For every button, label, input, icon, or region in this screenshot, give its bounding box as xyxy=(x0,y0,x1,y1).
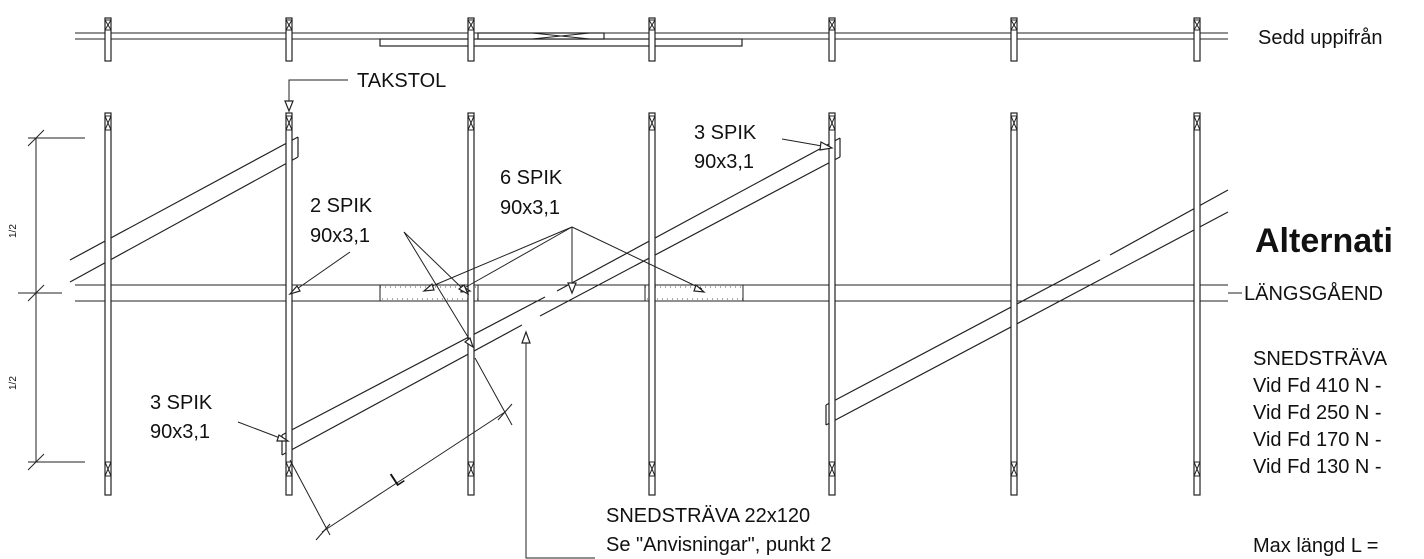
truss-7 xyxy=(1193,112,1201,496)
truss-top-1 xyxy=(104,17,112,62)
load-row-2: Vid Fd 250 N - xyxy=(1253,402,1382,424)
truss-2 xyxy=(285,112,293,496)
spik6-label-2: 90x3,1 xyxy=(500,197,560,219)
truss-top-2 xyxy=(285,17,293,62)
max-length-label: Max längd L = xyxy=(1253,535,1378,557)
truss-top-4 xyxy=(648,17,656,62)
truss-4 xyxy=(648,112,656,496)
spik6-label-1: 6 SPIK xyxy=(500,167,563,189)
truss-6 xyxy=(1010,112,1018,496)
truss-top-3 xyxy=(467,17,475,62)
leaders xyxy=(237,79,1242,559)
dimension-upper-half: 1/2 xyxy=(8,224,19,238)
load-row-1: Vid Fd 410 N - xyxy=(1253,375,1382,397)
labels: TAKSTOL 3 SPIK 90x3,1 6 SPIK 90x3,1 2 SP… xyxy=(150,70,831,556)
side-panel: Alternati LÄNGSGÅEND SNEDSTRÄVA Vid Fd 4… xyxy=(1244,222,1393,557)
load-row-3: Vid Fd 170 N - xyxy=(1253,429,1382,451)
spik3-top-label-2: 90x3,1 xyxy=(694,151,754,173)
spik3-bottom-label-1: 3 SPIK xyxy=(150,392,213,414)
top-view-trusses xyxy=(104,17,1201,62)
top-view xyxy=(75,17,1228,62)
spik3-bottom-label-2: 90x3,1 xyxy=(150,421,210,443)
brace-right xyxy=(825,189,1229,426)
top-view-brace xyxy=(477,32,605,40)
dimension-lower-half: 1/2 xyxy=(8,376,19,390)
brace-heading: SNEDSTRÄVA xyxy=(1253,348,1388,370)
snedstrava-label-1: SNEDSTRÄVA 22x120 xyxy=(606,505,810,527)
load-row-4: Vid Fd 130 N - xyxy=(1253,456,1382,478)
dimension-height: 1/2 1/2 xyxy=(8,129,85,471)
takstol-label: TAKSTOL xyxy=(357,70,446,92)
snedstrava-label-2: Se "Anvisningar", punkt 2 xyxy=(606,534,831,556)
diagonal-braces xyxy=(69,136,1229,456)
truss-top-7 xyxy=(1193,17,1201,62)
spik3-top-label-1: 3 SPIK xyxy=(694,122,757,144)
view-label: Sedd uppifrån xyxy=(1258,27,1383,49)
truss-top-6 xyxy=(1010,17,1018,62)
trusses xyxy=(104,112,1201,496)
spik2-label-2: 90x3,1 xyxy=(310,225,370,247)
spik2-label-1: 2 SPIK xyxy=(310,195,373,217)
longitudinal-label: LÄNGSGÅEND xyxy=(1244,282,1383,305)
truss-3 xyxy=(467,112,475,496)
truss-1 xyxy=(104,112,112,496)
top-view-longitudinal-board xyxy=(379,38,743,47)
alternative-heading: Alternati xyxy=(1255,222,1393,260)
brace-left xyxy=(69,136,299,283)
dimension-length: L xyxy=(289,357,513,541)
brace-center xyxy=(281,137,841,456)
truss-top-5 xyxy=(828,17,836,62)
truss-5 xyxy=(828,112,836,496)
